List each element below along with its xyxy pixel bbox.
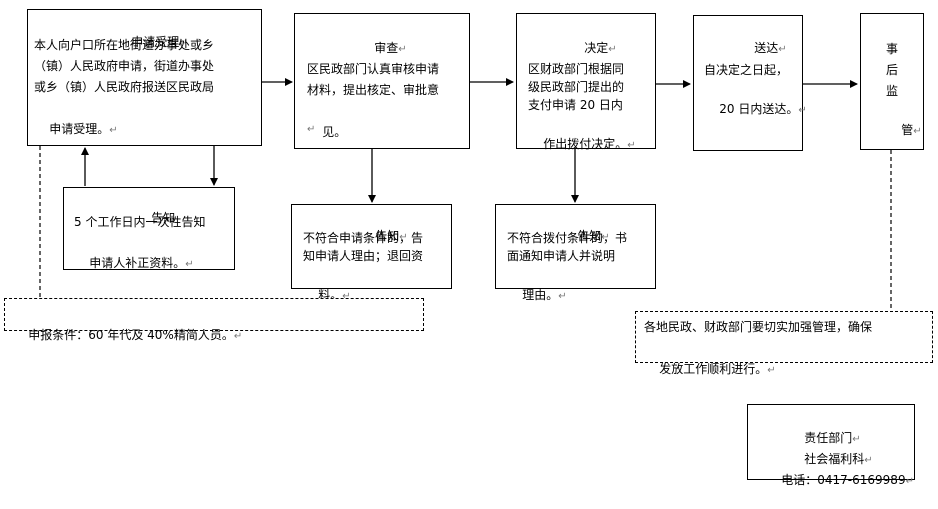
deliver-box: 送达↵ 自决定之日起， 20 日内送达。↵ (693, 15, 807, 151)
apply-accept-line-3: 或乡（镇）人民政府报送区民政局 (34, 80, 215, 94)
review-line-2: 材料，提出核定、审批意 (307, 83, 440, 97)
decide-box: 决定↵ 区财政部门根据同 级民政部门提出的 支付申请 20 日内 作出拨付决定。… (516, 13, 656, 151)
deliver-line-1: 自决定之日起， (704, 63, 789, 77)
apply-accept-line-1: 本人向户口所在地街道办事处或乡 (34, 38, 215, 52)
notify-payment-reject-box: 告知↵ 不符合拨付条件的，书 面通知申请人并说明 理由。↵ (495, 204, 656, 302)
apply-accept-line-4: 申请受理。↵ (49, 122, 118, 136)
management-note-box: 各地民政、财政部门要切实加强管理，确保 发放工作顺利进行。↵ (635, 311, 933, 376)
decide-title: 决定↵ (584, 41, 617, 55)
notify-payment-reject-line-3: 理由。↵ (522, 288, 567, 302)
supervise-char-3: 监 (886, 84, 899, 98)
apply-accept-box: 申请受理↵ 本人向户口所在地街道办事处或乡 （镇）人民政府申请，街道办事处 或乡… (27, 9, 262, 146)
notify-supplement-title: 告知 (151, 211, 176, 225)
decide-line-1: 区财政部门根据同 (528, 62, 625, 76)
contact-box: 责任部门↵ 社会福利科↵ 电话：0417-6169989↵ (747, 404, 915, 487)
supervise-char-2: 后 (886, 63, 899, 77)
connector-lines (39, 78, 892, 311)
condition-note-box: 申报条件：60 年代及 40%精简人员。↵ (4, 298, 424, 342)
deliver-line-2: 20 日内送达。↵ (719, 102, 807, 116)
contact-phone: 电话：0417-6169989↵ (781, 473, 914, 487)
notify-payment-reject-line-1: 不符合拨付条件的，书 (507, 231, 628, 245)
deliver-title: 送达↵ (754, 41, 787, 55)
contact-dept-name: 社会福利科↵ (804, 452, 873, 466)
notify-reject-line-1: 不符合申请条件的，告 (303, 231, 424, 245)
review-title: 审查↵ (374, 41, 407, 55)
management-note-line-2: 发放工作顺利进行。↵ (659, 362, 776, 376)
notify-payment-reject-title: 告知↵ (577, 229, 610, 243)
decide-line-4: 作出拨付决定。↵ (543, 137, 636, 151)
management-note-line-1: 各地民政、财政部门要切实加强管理，确保 (644, 320, 873, 334)
apply-accept-line-2: （镇）人民政府申请，街道办事处 (34, 59, 215, 73)
apply-accept-title: 申请受理↵ (131, 35, 188, 49)
contact-dept-label: 责任部门↵ (804, 431, 861, 445)
notify-payment-reject-line-2: 面通知申请人并说明 (507, 249, 616, 263)
decide-line-2: 级民政部门提出的 (528, 80, 625, 94)
supervise-char-4: 管↵ (901, 123, 922, 137)
review-para-mark: ↵ (307, 124, 316, 135)
notify-reject-line-2: 知申请人理由；退回资 (303, 249, 424, 263)
supervise-box: 事 后 监 管↵ (860, 13, 924, 150)
notify-supplement-box: 告知 5 个工作日内一次性告知 申请人补正资料。↵ (63, 187, 235, 270)
review-line-1: 区民政部门认真审核申请 (307, 62, 440, 76)
review-box: 审查↵ 区民政部门认真审核申请 材料，提出核定、审批意 见。 ↵ (294, 13, 470, 149)
decide-line-3: 支付申请 20 日内 (528, 98, 623, 112)
condition-note-text: 申报条件：60 年代及 40%精简人员。↵ (28, 328, 243, 342)
notify-reject-title: 告知↵ (375, 229, 408, 243)
notify-supplement-line-1: 5 个工作日内一次性告知 (74, 215, 206, 229)
review-line-3: 见。 (322, 125, 347, 139)
notify-supplement-line-2: 申请人补正资料。↵ (89, 256, 194, 270)
notify-reject-box: 告知↵ 不符合申请条件的，告 知申请人理由；退回资 料。↵ (291, 204, 452, 302)
supervise-char-1: 事 (886, 42, 899, 56)
